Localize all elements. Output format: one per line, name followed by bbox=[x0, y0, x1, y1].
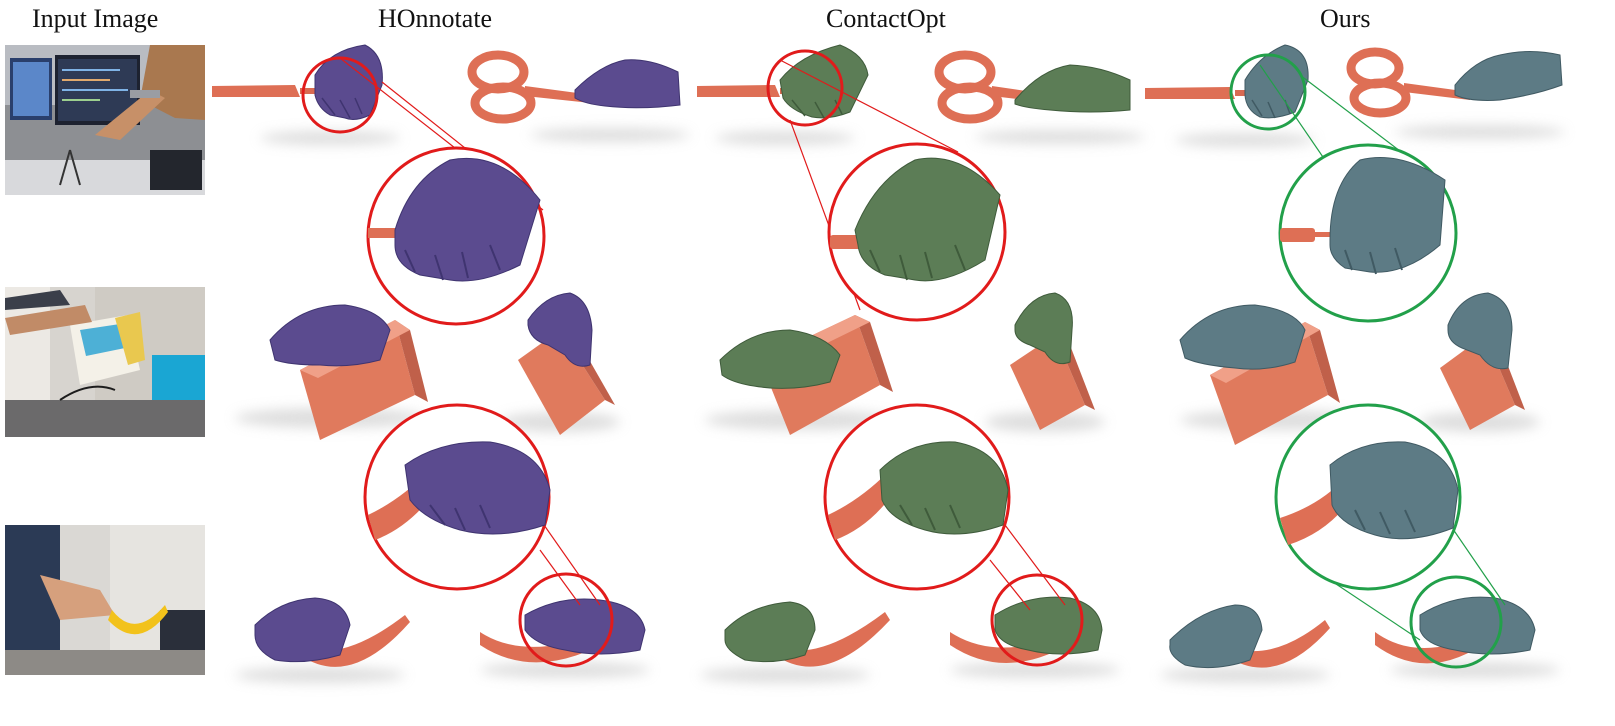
contactopt-row3-hand bbox=[724, 601, 816, 663]
honnotate-row3-comparison-banana bbox=[480, 625, 622, 663]
honnotate-row2-hand bbox=[269, 304, 391, 367]
honnotate-row1-hand bbox=[314, 44, 383, 120]
input-photo-1 bbox=[5, 45, 205, 195]
honnotate-row3-comparison-hand bbox=[524, 598, 646, 655]
honnotate-row2-comparison-hand bbox=[527, 292, 593, 367]
ours-row1-scissors bbox=[1346, 47, 1470, 118]
ours-row3-comparison-banana bbox=[1375, 630, 1492, 664]
honnotate-row3-hand bbox=[254, 597, 351, 663]
ours-row2-hand bbox=[1179, 304, 1306, 370]
column-title-ours: Ours bbox=[1320, 4, 1371, 33]
ours-row1-comparison-hand bbox=[1454, 51, 1563, 101]
contactopt-row3-zoom bbox=[823, 403, 1084, 667]
contactopt-row3-comparison-hand bbox=[994, 596, 1103, 655]
input-photo-3 bbox=[5, 525, 205, 675]
input-photo-2 bbox=[5, 287, 205, 437]
contactopt-row2-hand bbox=[719, 329, 841, 389]
ours-row3-hand bbox=[1169, 604, 1263, 669]
ours-row1-zoom bbox=[1229, 53, 1458, 323]
column-title-honnotate: HOnnotate bbox=[378, 4, 493, 33]
honnotate-row3-zoom bbox=[363, 403, 614, 668]
column-title-input: Input Image bbox=[32, 4, 159, 33]
honnotate-row1-zoom bbox=[301, 56, 546, 326]
ours-row2-comparison-hand bbox=[1447, 292, 1513, 370]
contactopt-row1-hand bbox=[779, 44, 869, 119]
contactopt-row3-comparison-banana bbox=[950, 628, 1082, 663]
ours-row3-zoom bbox=[1274, 403, 1506, 669]
contactopt-row2-comparison-hand bbox=[1014, 292, 1073, 365]
contactopt-row1-zoom bbox=[766, 49, 1007, 322]
column-title-contactopt: ContactOpt bbox=[826, 4, 946, 33]
contactopt-row1-comparison-hand bbox=[1014, 64, 1131, 113]
ours-row3-comparison-hand bbox=[1419, 596, 1536, 655]
honnotate-row1-comparison-hand bbox=[574, 59, 681, 109]
